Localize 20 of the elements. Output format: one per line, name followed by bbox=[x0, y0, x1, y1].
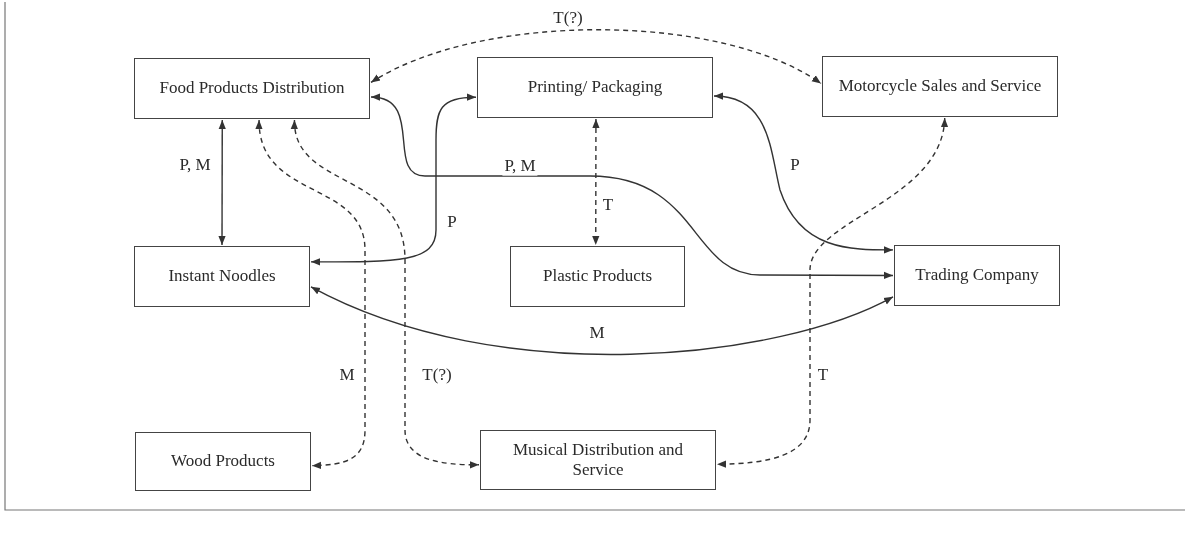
process-box: Plastic Products bbox=[510, 246, 685, 307]
process-box: Food Products Distribution bbox=[134, 58, 370, 119]
arrow bbox=[310, 93, 477, 266]
edge-label: T(?) bbox=[420, 365, 454, 385]
process-box: Printing/ Packaging bbox=[477, 57, 713, 118]
process-box: Trading Company bbox=[894, 245, 1060, 306]
process-box: Motorcycle Sales and Service bbox=[822, 56, 1058, 117]
edge-label: T(?) bbox=[551, 8, 585, 28]
dashed-arrow bbox=[592, 118, 600, 246]
process-box: Instant Noodles bbox=[134, 246, 310, 307]
process-box: Wood Products bbox=[135, 432, 311, 491]
dashed-arrow bbox=[716, 117, 947, 468]
dashed-arrow bbox=[291, 119, 480, 469]
dashed-arrow bbox=[256, 119, 366, 469]
arrow bbox=[370, 94, 894, 280]
process-box: Musical Distribution and Service bbox=[480, 430, 716, 490]
arrow bbox=[218, 119, 226, 246]
arrow bbox=[310, 286, 894, 355]
arrow bbox=[713, 93, 894, 254]
dashed-arrow bbox=[370, 29, 822, 85]
